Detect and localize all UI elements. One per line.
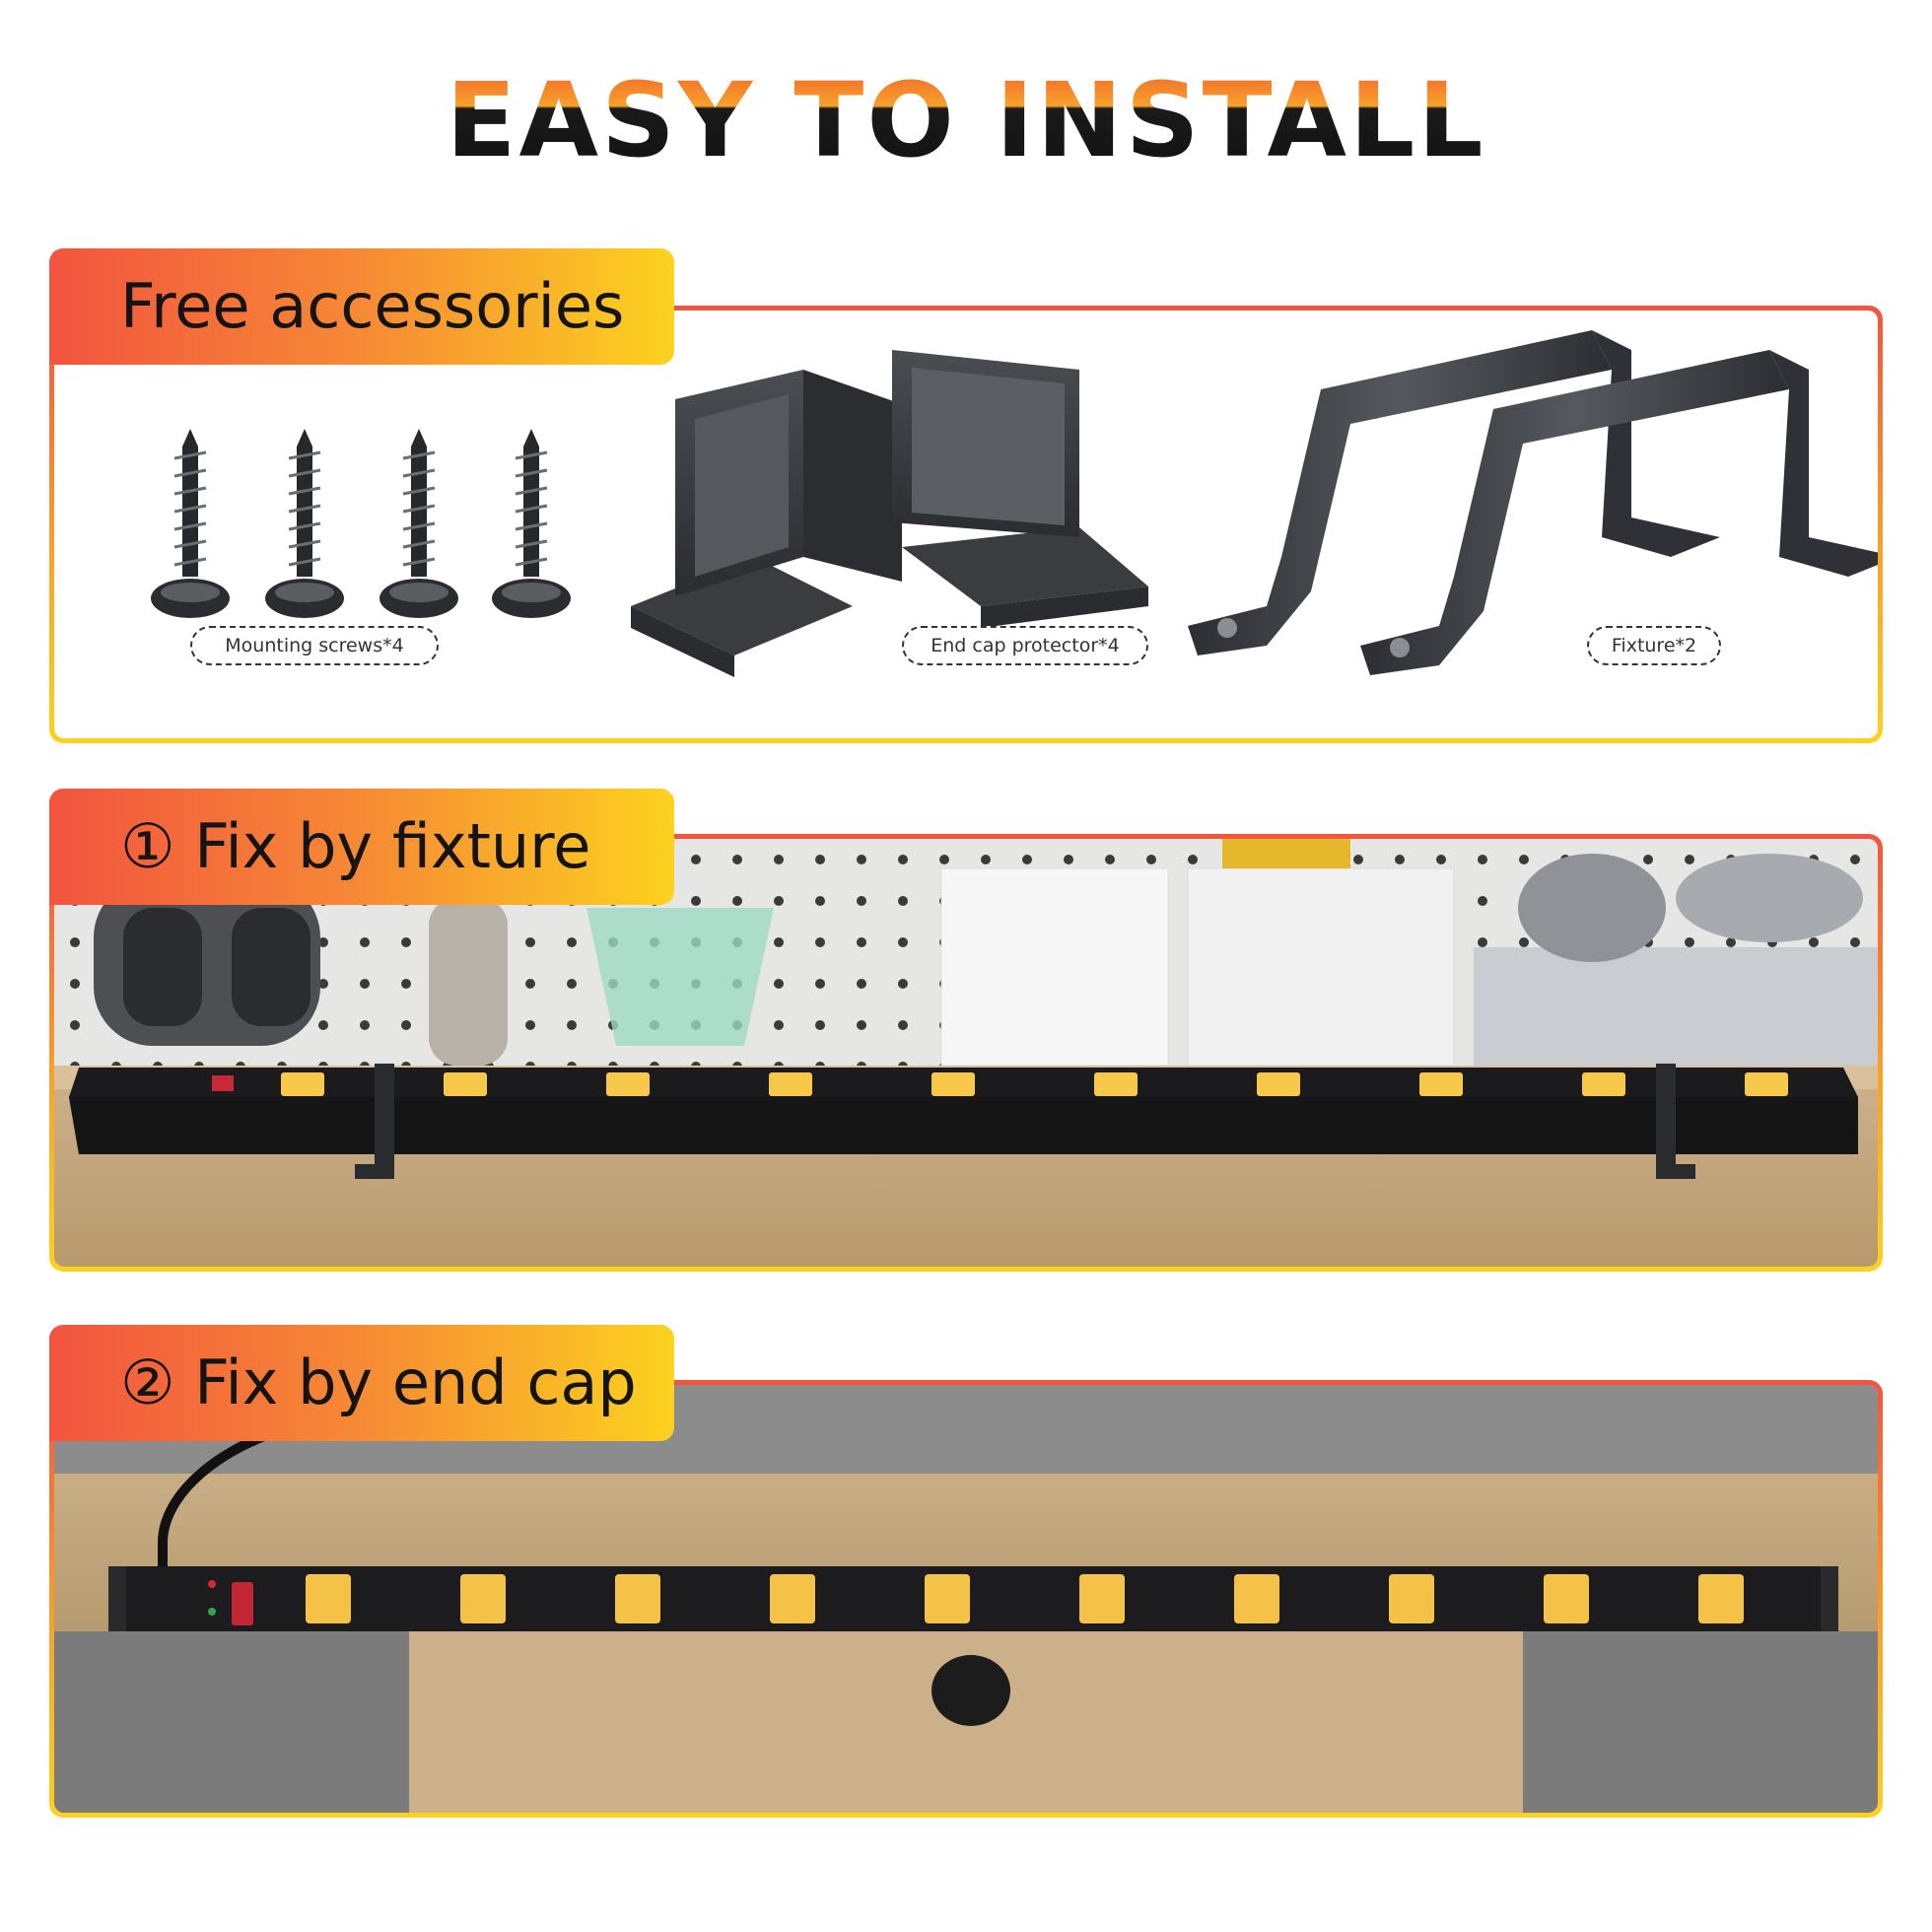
power-strip-icon: [69, 1064, 1858, 1179]
method2-photo: [54, 1385, 1878, 1813]
outlet-icon: [932, 1072, 975, 1096]
outlet-icon: [769, 1072, 812, 1096]
outlet-icon: [444, 1072, 487, 1096]
accessories-heading: Free accessories: [49, 248, 674, 365]
outlet-icon: [1419, 1072, 1463, 1096]
power-switch-icon: [232, 1582, 253, 1625]
method2-panel: [49, 1380, 1883, 1818]
accessory-caption-fixture: Fixture*2: [1587, 626, 1721, 665]
outlet-icon: [1389, 1574, 1434, 1623]
outlet-icon: [1257, 1072, 1300, 1096]
outlet-icon: [925, 1574, 970, 1623]
power-switch-icon: [212, 1075, 234, 1091]
outlet-icon: [460, 1574, 506, 1623]
end-cap-icon: [892, 350, 1148, 628]
accessories-illustration: [151, 330, 1878, 677]
accessories-panel: Mounting screws*4 End cap protector*4 Fi…: [49, 306, 1883, 743]
outlet-icon: [606, 1072, 650, 1096]
accessory-caption-screws: Mounting screws*4: [190, 626, 439, 665]
screw-icon: [265, 429, 344, 618]
screw-icon: [380, 429, 458, 618]
outlet-icon: [1234, 1574, 1279, 1623]
screw-icon: [151, 429, 230, 618]
method1-panel: [49, 834, 1883, 1272]
outlet-icon: [1582, 1072, 1625, 1096]
outlet-icon: [615, 1574, 660, 1623]
outlet-icon: [281, 1072, 324, 1096]
power-strip-icon: [108, 1566, 1838, 1631]
outlet-icon: [306, 1574, 351, 1623]
fixture-bracket-icon: [355, 1064, 394, 1179]
method1-photo: [54, 839, 1878, 1267]
outlet-icon: [1544, 1574, 1589, 1623]
outlet-icon: [1698, 1574, 1744, 1623]
outlet-icon: [1079, 1574, 1125, 1623]
accessory-caption-end-cap: End cap protector*4: [902, 626, 1148, 665]
method1-heading: ① Fix by fixture: [49, 789, 674, 905]
fixture-bracket-icon: [1360, 350, 1878, 675]
end-cap-icon: [631, 370, 902, 677]
outlet-icon: [770, 1574, 815, 1623]
page-title: EASY TO INSTALL: [0, 61, 1932, 179]
method2-heading: ② Fix by end cap: [49, 1325, 674, 1441]
screw-icon: [492, 429, 571, 618]
outlet-icon: [1094, 1072, 1138, 1096]
fixture-bracket-icon: [1656, 1064, 1695, 1179]
outlet-icon: [1745, 1072, 1788, 1096]
